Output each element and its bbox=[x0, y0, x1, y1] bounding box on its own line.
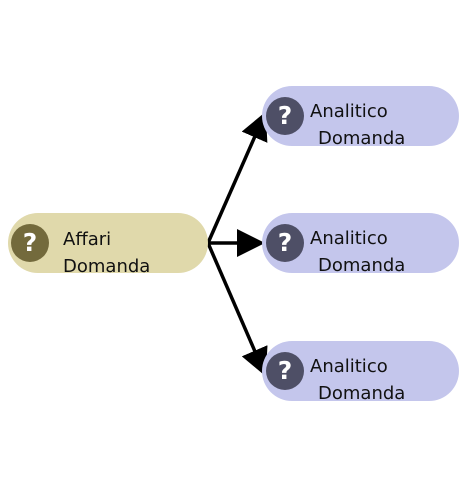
child-node-line1: Analitico bbox=[310, 228, 388, 249]
child-node-line1: Analitico bbox=[310, 101, 388, 122]
root-node-line1: Affari bbox=[63, 229, 112, 250]
child-node-label: Analitico Domanda bbox=[310, 225, 405, 279]
question-icon: ? bbox=[266, 224, 304, 262]
question-icon: ? bbox=[266, 97, 304, 135]
child-node-3[interactable]: ? Analitico Domanda bbox=[262, 341, 459, 404]
question-icon: ? bbox=[11, 224, 49, 262]
child-node-line2: Domanda bbox=[318, 383, 406, 404]
root-node-affari-domanda[interactable]: ? Affari Domanda bbox=[8, 213, 208, 277]
child-node-line2: Domanda bbox=[318, 128, 406, 149]
question-icon: ? bbox=[266, 352, 304, 390]
root-node-label: Affari Domanda bbox=[63, 226, 150, 280]
arrow-to-child-1 bbox=[206, 111, 268, 244]
root-node-line2: Domanda bbox=[63, 256, 151, 277]
child-node-label: Analitico Domanda bbox=[310, 353, 405, 407]
child-node-2[interactable]: ? Analitico Domanda bbox=[262, 213, 459, 276]
arrow-to-child-3 bbox=[206, 242, 268, 377]
child-node-line2: Domanda bbox=[318, 255, 406, 276]
child-node-1[interactable]: ? Analitico Domanda bbox=[262, 86, 459, 149]
child-node-line1: Analitico bbox=[310, 356, 388, 377]
child-node-label: Analitico Domanda bbox=[310, 98, 405, 152]
